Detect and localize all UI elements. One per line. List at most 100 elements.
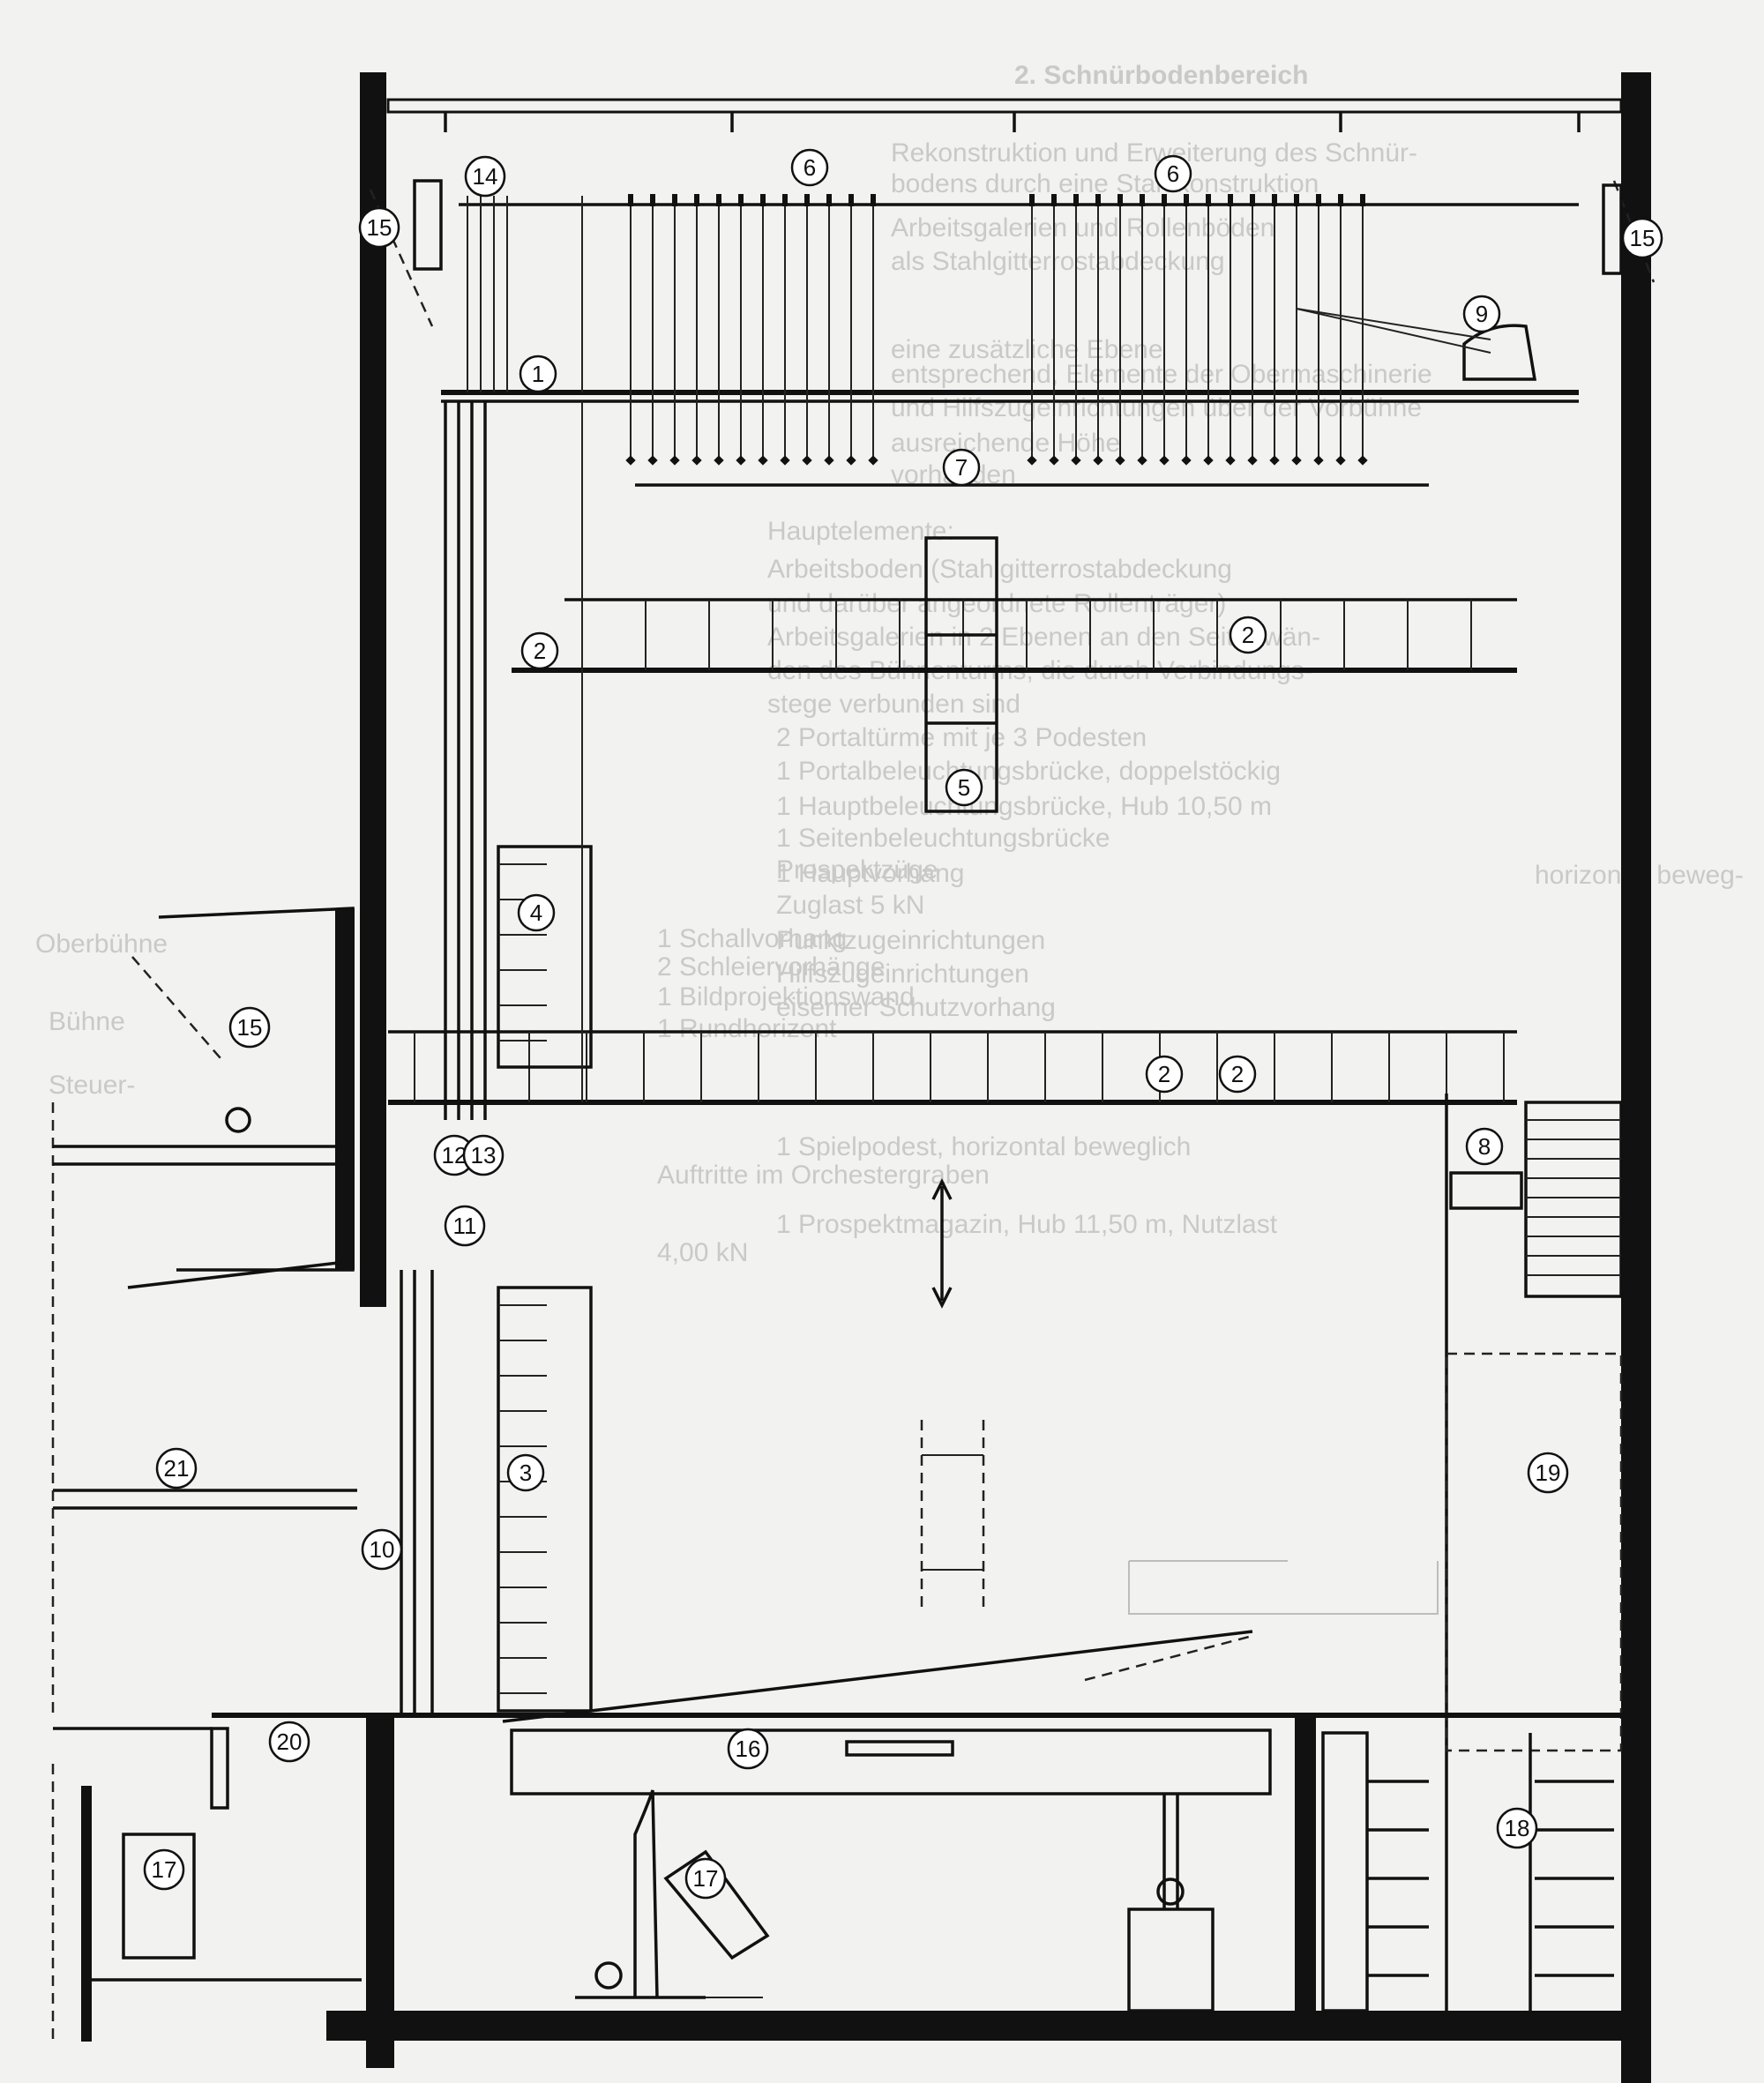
left-ladder — [498, 863, 547, 1694]
bleed-left-line: Auftritte im Orchestergraben — [657, 1161, 990, 1190]
prospect-magazine — [920, 1420, 985, 1614]
fly-weight — [758, 455, 768, 466]
callout-number: 2 — [534, 638, 546, 664]
callout-number: 16 — [736, 1736, 761, 1762]
lift-platform — [510, 1728, 1272, 1796]
pulley — [760, 194, 766, 206]
pulley — [782, 194, 788, 206]
bleed-right-line: eine zusätzliche Ebene — [891, 335, 1163, 364]
fly-weight — [647, 455, 658, 466]
roof-beam — [386, 98, 1623, 114]
left-tower-wall — [360, 72, 386, 1307]
callout-circle — [358, 206, 400, 249]
pulley — [804, 194, 810, 206]
bleed-right-line: bodens durch eine Stahlkonstruktion — [891, 169, 1319, 198]
fly-weight — [1335, 455, 1346, 466]
bleed-right-line: und Hilfszugeinrichtungen über der Vorbü… — [891, 393, 1422, 422]
pulley — [826, 194, 832, 206]
callout-circle — [1462, 295, 1501, 333]
pulley — [1228, 194, 1233, 206]
bleed-right-line: 2 Portaltürme mit je 3 Podesten — [776, 723, 1147, 752]
bleed-right-line: als Stahlgitterrostabdeckung — [891, 247, 1225, 276]
right-stair-tower — [1524, 1101, 1623, 1298]
fly-weight — [1137, 455, 1147, 466]
pulley — [1117, 194, 1123, 206]
callout-number: 2 — [1231, 1061, 1244, 1087]
fly-weight — [1313, 455, 1324, 466]
pulley — [716, 194, 721, 206]
fly-weight — [1071, 455, 1081, 466]
bleed-right-line: Arbeitsgalerien in 2 Ebenen an den Seite… — [767, 623, 1320, 652]
bleed-right-line: Prospektzüge — [776, 855, 938, 885]
rear-stage-outline — [1445, 1352, 1623, 1752]
callout-number: 12 — [442, 1142, 467, 1168]
callout-circle — [361, 1528, 403, 1571]
bleed-far-line: Bühne — [49, 1007, 125, 1036]
substage-right-wall — [1295, 1715, 1316, 2024]
callout-number: 6 — [1167, 161, 1179, 187]
pulley — [1162, 194, 1167, 206]
fly-weight — [736, 455, 746, 466]
fly-weight — [1181, 455, 1192, 466]
pulley — [1073, 194, 1079, 206]
callout-number: 21 — [164, 1455, 190, 1482]
fly-weight — [669, 455, 680, 466]
callout-circle — [506, 1453, 545, 1492]
backstage-area — [1128, 1352, 1623, 1752]
bleed-right-line: 1 Seitenbeleuchtungsbrücke — [776, 824, 1110, 853]
pulley — [1184, 194, 1189, 206]
stair-stringer — [1321, 1731, 1369, 2012]
stage-ramp — [502, 1630, 1253, 1723]
pulley — [1272, 194, 1277, 206]
bleed-right-line: stege verbunden sind — [767, 690, 1020, 719]
substage-wagon — [575, 1789, 770, 1999]
callout-circle — [143, 1848, 185, 1891]
callout-number: 15 — [367, 214, 392, 241]
fly-motor — [1296, 308, 1537, 381]
pulley — [1140, 194, 1145, 206]
fly-weight — [625, 455, 636, 466]
pulley — [1206, 194, 1211, 206]
pulley — [650, 194, 655, 206]
bleed-left-line: 4,00 kN — [657, 1238, 748, 1267]
fly-weight — [1291, 455, 1302, 466]
pulley — [672, 194, 677, 206]
fly-weight — [1225, 455, 1236, 466]
callout-number: 3 — [519, 1460, 532, 1486]
right-platform — [1445, 1094, 1623, 2011]
callout-circle — [1527, 1452, 1569, 1494]
grid-level-structure — [441, 203, 1579, 487]
bleed-left-line: 1 Schallvorhang — [657, 924, 847, 953]
callout-number: 2 — [1242, 622, 1254, 648]
upper-spotlights — [369, 179, 1656, 327]
wagon-frame — [633, 1789, 659, 1998]
lower-portal-tower-box — [497, 1286, 593, 1713]
fly-weight — [1027, 455, 1037, 466]
fly-weight — [1203, 455, 1214, 466]
callout-circle — [684, 1857, 727, 1900]
callout-number: 17 — [693, 1865, 719, 1892]
pulley — [1051, 194, 1057, 206]
fly-weight — [1269, 455, 1280, 466]
pulley — [1095, 194, 1101, 206]
lift-pedestal — [1127, 1908, 1215, 2012]
callout-circle — [464, 155, 506, 198]
pulley — [694, 194, 699, 206]
gallery-rail-posts — [414, 600, 1505, 1102]
pulley — [1360, 194, 1365, 206]
travel-arrow — [931, 1178, 953, 1309]
fly-weight — [691, 455, 702, 466]
fly-weight — [1159, 455, 1170, 466]
callout-circle — [1154, 154, 1192, 193]
roof-structure — [386, 98, 1623, 132]
callout-circle — [228, 1006, 271, 1049]
bleed-far-line: Oberbühne — [35, 930, 168, 959]
bleed-right-line: Zuglast 5 kN — [776, 891, 924, 920]
callout-number: 2 — [1158, 1061, 1170, 1087]
fly-weight — [868, 455, 878, 466]
callout-circle — [519, 355, 557, 393]
bleed-right-line: Hilfszugeinrichtungen — [776, 959, 1029, 989]
bleed-right-line: Arbeitsgalerien und Rollenböden — [891, 213, 1274, 243]
bleed-right-line: Rekonstruktion und Erweiterung des Schnü… — [891, 138, 1417, 168]
